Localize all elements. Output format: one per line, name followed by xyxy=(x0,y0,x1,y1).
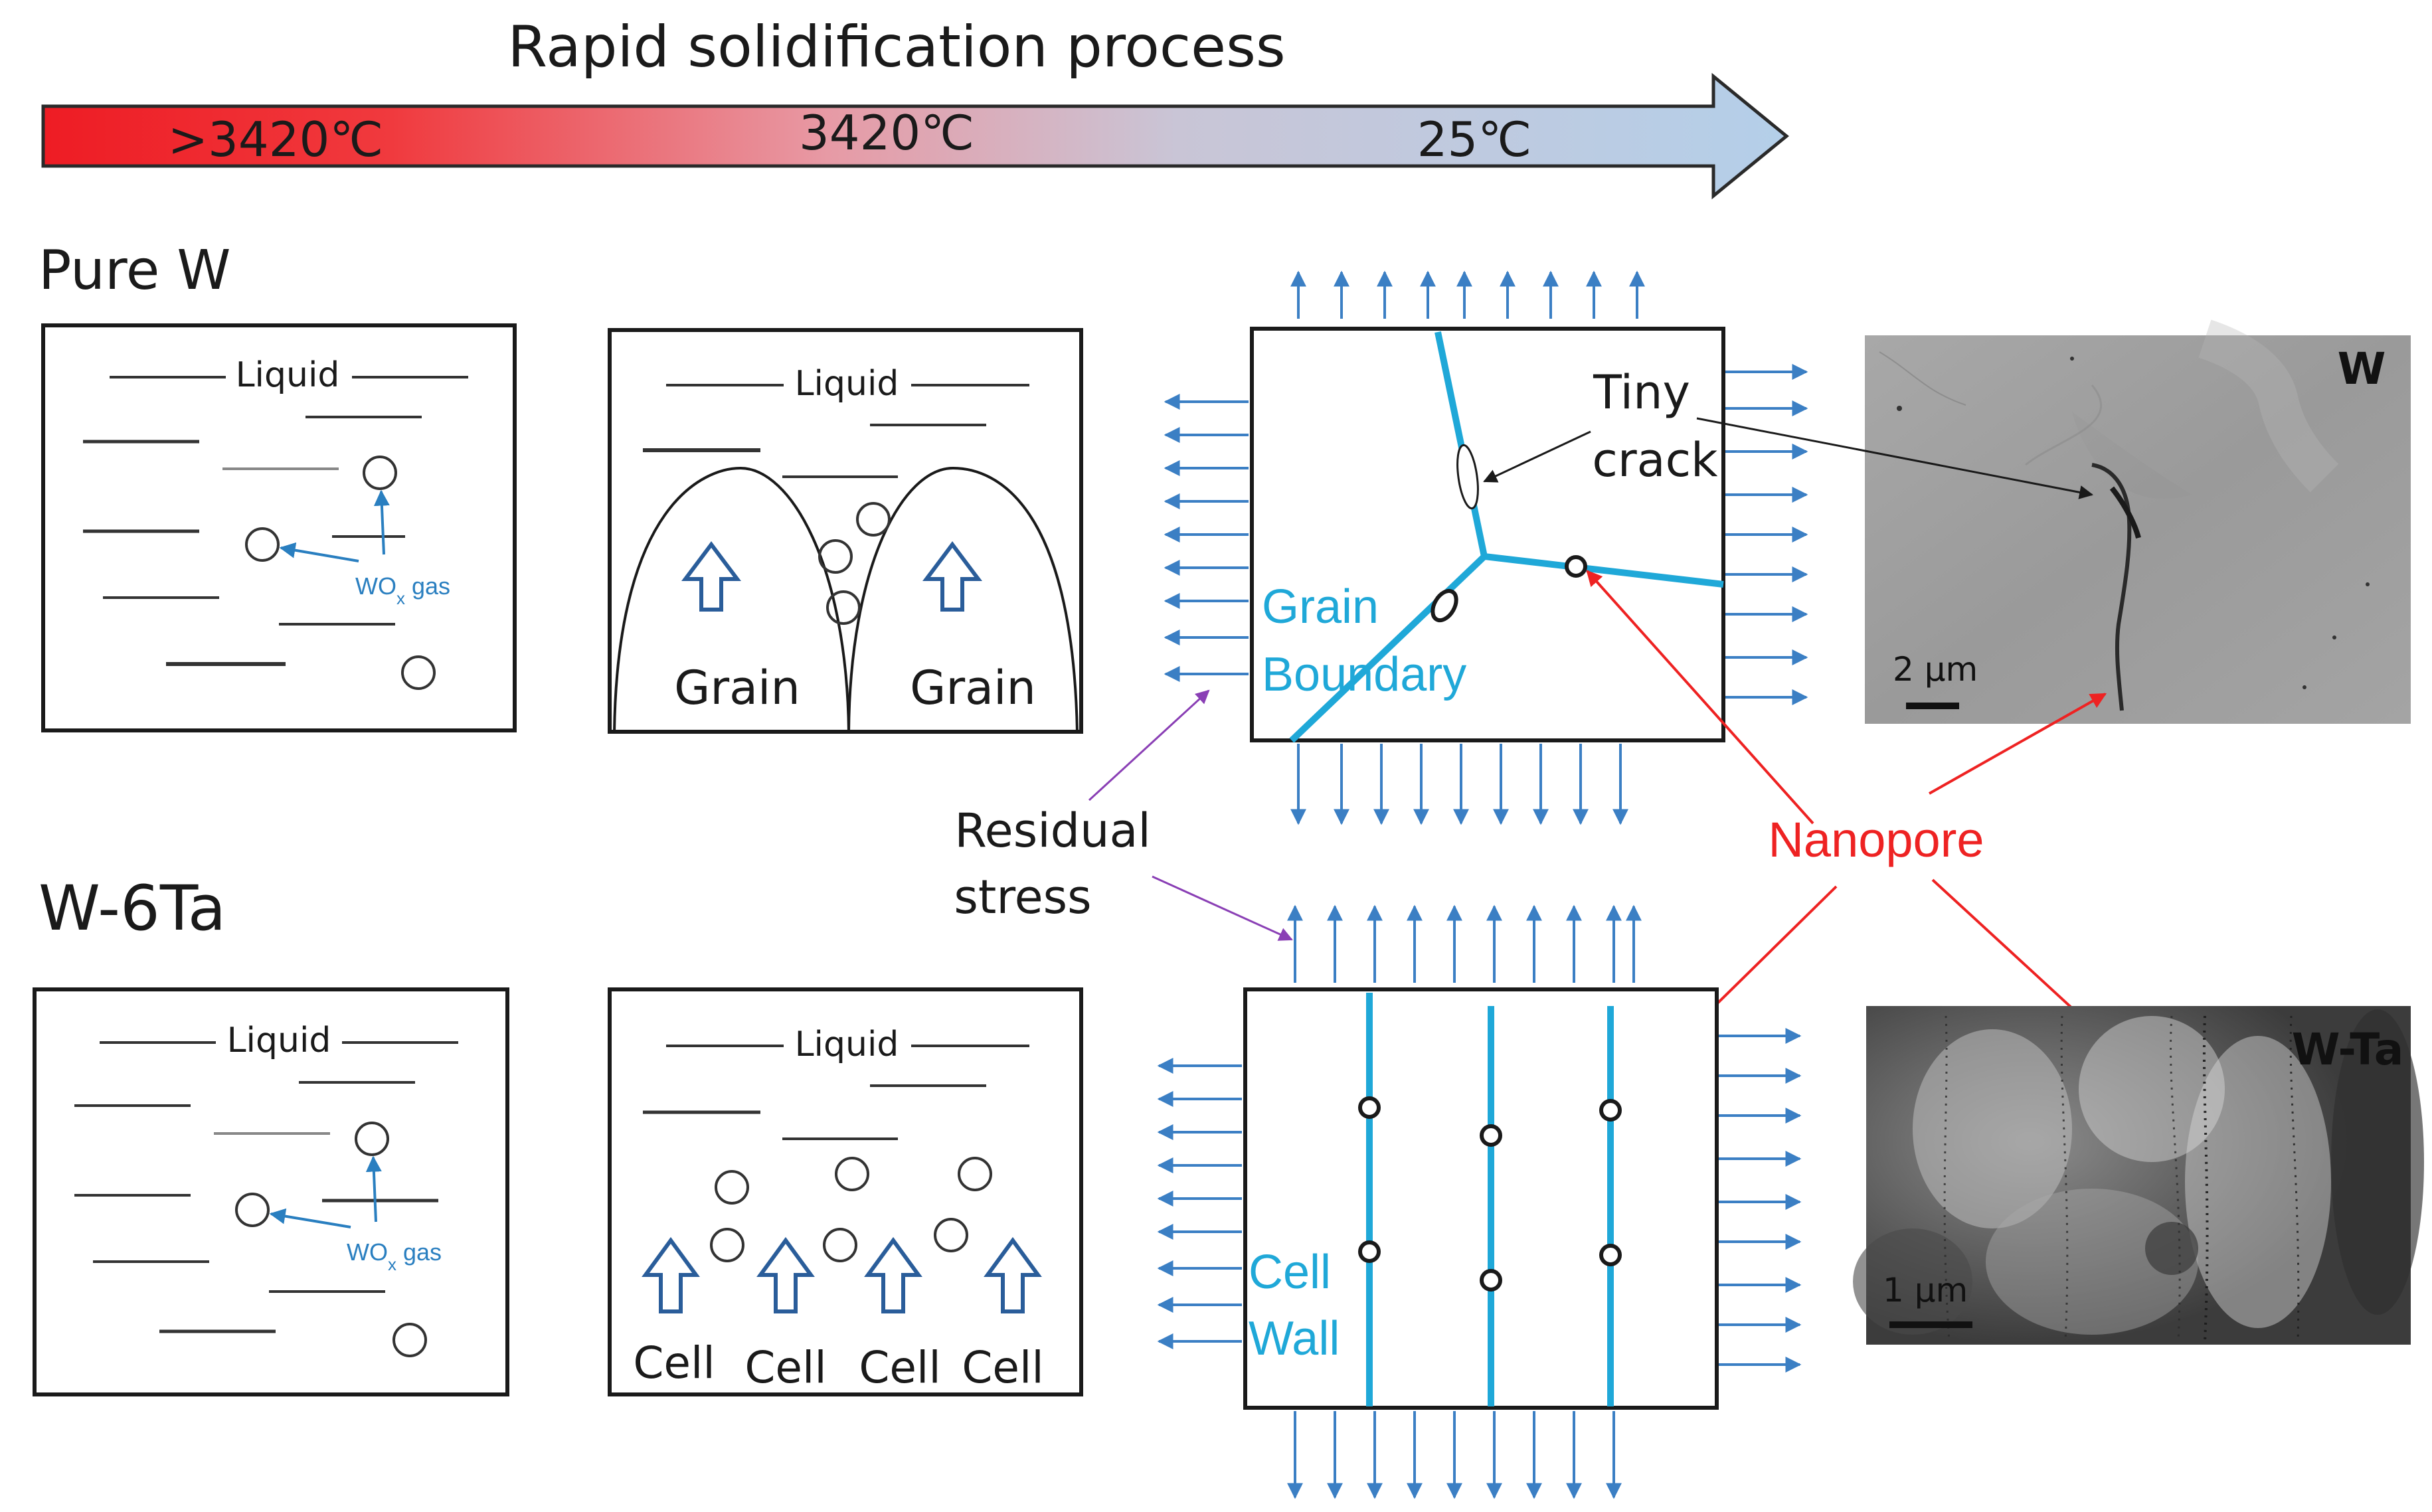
pure-w-stress-panel: Tiny crack Grain Boundary xyxy=(1164,270,1808,825)
cell-label-1: Cell xyxy=(633,1337,715,1388)
liquid-label: Liquid xyxy=(795,1025,899,1064)
row-label-w-6ta: W-6Ta xyxy=(39,873,226,945)
nanopore-marker xyxy=(1599,1244,1622,1266)
pure-w-liquid-panel: Liquid WOx gas xyxy=(41,323,517,732)
w6ta-cell-panel: Liquid Cell Cell Cell Cell xyxy=(608,987,1083,1396)
w6ta-liquid-panel: Liquid WOx gas xyxy=(33,987,509,1396)
residual-stress-line1: Residual xyxy=(954,803,1151,858)
gas-label: WOx gas xyxy=(347,1238,442,1274)
sem-micrograph-w: W 2 µm xyxy=(1865,319,2411,724)
grain-label-right: Grain xyxy=(910,661,1036,715)
stress-arrows-bottom xyxy=(1287,1411,1622,1499)
diagram-title: Rapid solidification process xyxy=(507,14,1285,80)
wall-label-line1: Cell xyxy=(1249,1246,1331,1299)
nanopore-marker xyxy=(1358,1096,1381,1119)
nanopore-marker xyxy=(1480,1269,1502,1292)
stress-arrows-right xyxy=(1723,364,1808,705)
nanopore-marker xyxy=(1480,1124,1502,1147)
stress-arrows-top xyxy=(1290,270,1645,319)
cell-label-3: Cell xyxy=(859,1342,940,1393)
residual-stress-line2: stress xyxy=(954,870,1091,924)
temperature-arrow: >3420℃ 3420℃ 25℃ xyxy=(41,72,1789,200)
micrograph-label-w: W xyxy=(2338,343,2386,394)
cell-label-4: Cell xyxy=(962,1342,1043,1393)
stress-arrows-left xyxy=(1164,394,1249,682)
grain-label-left: Grain xyxy=(674,661,800,715)
nanopore-marker xyxy=(1565,555,1587,578)
nanopore-marker xyxy=(1358,1240,1381,1263)
cell-label-2: Cell xyxy=(744,1342,826,1393)
liquid-label: Liquid xyxy=(227,1021,331,1060)
nanopore-marker xyxy=(1431,588,1458,623)
nanopore-label: Nanopore xyxy=(1768,812,1984,867)
crack-label-line1: Tiny xyxy=(1593,365,1690,420)
scale-bar-label-w-ta: 1 µm xyxy=(1883,1271,1968,1309)
boundary-label-line1: Grain xyxy=(1262,580,1379,633)
crack-label-line2: crack xyxy=(1592,433,1718,487)
w6ta-stress-panel: Cell Wall xyxy=(1157,904,1802,1499)
gas-label: WOx gas xyxy=(355,572,450,608)
stress-arrows-right xyxy=(1717,1028,1802,1373)
liquid-label: Liquid xyxy=(236,355,340,395)
temp-label-room: 25℃ xyxy=(1417,112,1531,167)
scale-bar-label-w: 2 µm xyxy=(1893,650,1978,689)
scale-bar-w-ta xyxy=(1889,1321,1972,1328)
stress-arrows-bottom xyxy=(1290,744,1628,825)
pure-w-grain-panel: Liquid Grain Grain xyxy=(608,328,1083,734)
micrograph-label-w-ta: W-Ta xyxy=(2292,1024,2404,1075)
boundary-label-line2: Boundary xyxy=(1262,648,1466,701)
nanopore-marker xyxy=(1599,1099,1622,1122)
temp-label-high: >3420℃ xyxy=(168,112,383,167)
sem-micrograph-w-ta: W-Ta 1 µm xyxy=(1853,1006,2424,1345)
crack-marker xyxy=(1456,444,1479,510)
scale-bar-w xyxy=(1906,703,1959,709)
liquid-label: Liquid xyxy=(795,364,899,404)
stress-arrows-left xyxy=(1157,1058,1242,1349)
stress-arrows-top xyxy=(1287,904,1642,983)
temp-label-melting: 3420℃ xyxy=(799,105,974,161)
wall-label-line2: Wall xyxy=(1249,1312,1340,1365)
row-label-pure-w: Pure W xyxy=(39,239,230,302)
